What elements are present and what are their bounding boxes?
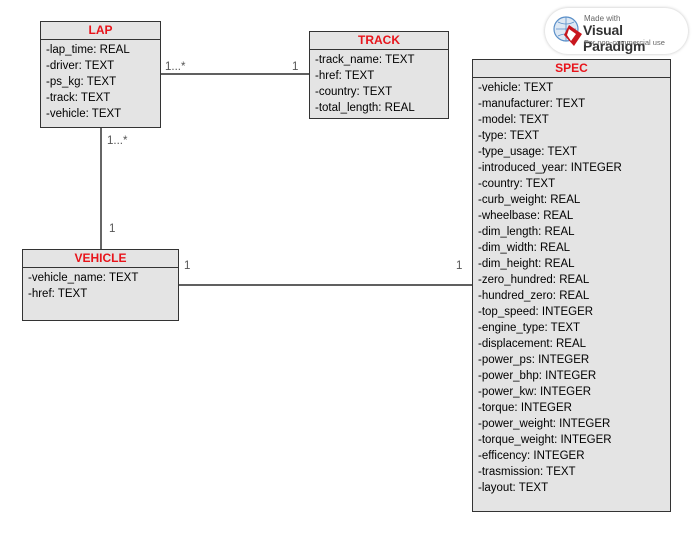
class-spec[interactable]: SPEC -vehicle: TEXT -manufacturer: TEXT … <box>472 59 671 512</box>
class-spec-title: SPEC <box>473 60 670 78</box>
attribute: -country: TEXT <box>315 86 393 98</box>
attribute: -introduced_year: INTEGER <box>478 162 622 174</box>
multiplicity-lap-track-lap-end: 1...* <box>165 61 186 73</box>
attribute: -power_weight: INTEGER <box>478 418 611 430</box>
attribute: -dim_length: REAL <box>478 226 575 238</box>
attribute: -href: TEXT <box>315 70 375 82</box>
attribute: -href: TEXT <box>28 288 88 300</box>
attribute: -displacement: REAL <box>478 338 587 350</box>
class-lap-title: LAP <box>41 22 160 40</box>
attribute: -hundred_zero: REAL <box>478 290 590 302</box>
attribute: -track_name: TEXT <box>315 54 415 66</box>
attribute: -wheelbase: REAL <box>478 210 574 222</box>
attribute: -manufacturer: TEXT <box>478 98 586 110</box>
class-vehicle[interactable]: VEHICLE -vehicle_name: TEXT -href: TEXT <box>22 249 179 321</box>
attribute: -efficency: INTEGER <box>478 450 585 462</box>
attribute: -power_ps: INTEGER <box>478 354 590 366</box>
attribute: -driver: TEXT <box>46 60 115 72</box>
attribute: -total_length: REAL <box>315 102 415 114</box>
class-vehicle-attributes: -vehicle_name: TEXT -href: TEXT <box>23 268 178 302</box>
watermark-subtitle: For non-commercial use <box>584 38 665 47</box>
attribute: -layout: TEXT <box>478 482 549 494</box>
attribute: -vehicle: TEXT <box>46 108 122 120</box>
attribute: -model: TEXT <box>478 114 549 126</box>
class-track-title: TRACK <box>310 32 448 50</box>
class-lap[interactable]: LAP -lap_time: REAL -driver: TEXT -ps_kg… <box>40 21 161 128</box>
attribute: -zero_hundred: REAL <box>478 274 590 286</box>
attribute: -engine_type: TEXT <box>478 322 581 334</box>
class-vehicle-title: VEHICLE <box>23 250 178 268</box>
attribute: -track: TEXT <box>46 92 111 104</box>
multiplicity-vehicle-spec-spec-end: 1 <box>456 260 463 272</box>
attribute: -torque: INTEGER <box>478 402 572 414</box>
multiplicity-vehicle-spec-vehicle-end: 1 <box>184 260 191 272</box>
attribute: -dim_height: REAL <box>478 258 575 270</box>
class-lap-attributes: -lap_time: REAL -driver: TEXT -ps_kg: TE… <box>41 40 160 122</box>
attribute: -vehicle: TEXT <box>478 82 554 94</box>
attribute: -top_speed: INTEGER <box>478 306 594 318</box>
attribute: -lap_time: REAL <box>46 44 130 56</box>
attribute: -torque_weight: INTEGER <box>478 434 612 446</box>
class-track[interactable]: TRACK -track_name: TEXT -href: TEXT -cou… <box>309 31 449 119</box>
attribute: -country: TEXT <box>478 178 556 190</box>
attribute: -power_bhp: INTEGER <box>478 370 597 382</box>
multiplicity-lap-track-track-end: 1 <box>292 61 299 73</box>
watermark-product-name: Visual Paradigm <box>583 22 646 54</box>
multiplicity-lap-vehicle-vehicle-end: 1 <box>109 223 116 235</box>
attribute: -type: TEXT <box>478 130 540 142</box>
visual-paradigm-watermark: Made with Visual Paradigm For non-commer… <box>545 8 688 54</box>
class-track-attributes: -track_name: TEXT -href: TEXT -country: … <box>310 50 448 116</box>
class-spec-attributes: -vehicle: TEXT -manufacturer: TEXT -mode… <box>473 78 670 496</box>
attribute: -curb_weight: REAL <box>478 194 581 206</box>
attribute: -power_kw: INTEGER <box>478 386 592 398</box>
watermark-made-with: Made with <box>584 14 621 23</box>
attribute: -type_usage: TEXT <box>478 146 577 158</box>
visual-paradigm-logo-icon <box>553 16 582 46</box>
attribute: -vehicle_name: TEXT <box>28 272 139 284</box>
multiplicity-lap-vehicle-lap-end: 1...* <box>107 135 128 147</box>
attribute: -ps_kg: TEXT <box>46 76 117 88</box>
attribute: -dim_width: REAL <box>478 242 571 254</box>
attribute: -trasmission: TEXT <box>478 466 576 478</box>
